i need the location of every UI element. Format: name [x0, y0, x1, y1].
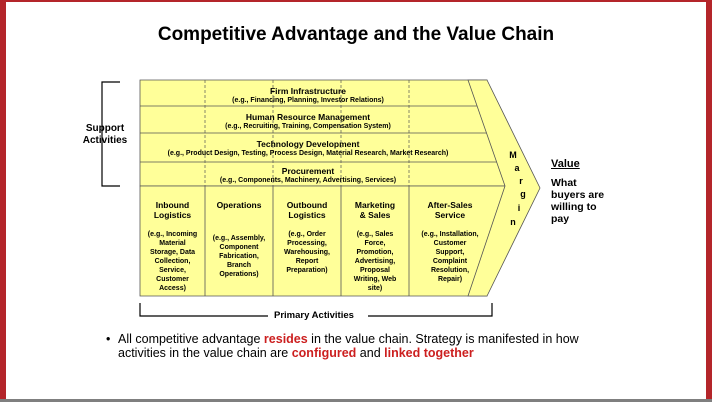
primary-activities-label: Primary Activities — [268, 310, 360, 321]
value-heading: Value — [551, 158, 580, 170]
primary-title: Logistics — [288, 210, 326, 220]
support-row-sub: (e.g., Financing, Planning, Investor Rel… — [232, 97, 384, 104]
primary-bracket-left — [139, 303, 270, 317]
bullet-dot: • — [106, 332, 111, 346]
primary-column-marketing: Marketing & Sales (e.g., Sales Force, Pr… — [341, 200, 409, 293]
primary-sub: Promotion, — [356, 249, 394, 256]
value-desc-line: What — [551, 177, 577, 189]
bullet-text: All competitive advantage — [118, 332, 264, 346]
primary-column-after-sales: After-Sales Service (e.g., Installation,… — [409, 200, 491, 284]
bullet-text: in the value chain. Strategy is manifest… — [118, 332, 579, 360]
margin-chevron — [467, 79, 541, 297]
primary-sub: Component — [219, 244, 259, 251]
support-bracket — [101, 81, 120, 187]
support-row-sub: (e.g., Components, Machinery, Advertisin… — [219, 177, 397, 184]
slide-title: Competitive Advantage and the Value Chai… — [157, 24, 555, 45]
value-desc-line: pay — [551, 213, 570, 225]
support-row-sub: (e.g., Product Design, Testing, Process … — [167, 150, 449, 157]
primary-sub: Resolution, — [430, 267, 470, 274]
primary-sub: Material — [159, 240, 186, 247]
primary-title: Outbound — [286, 200, 328, 210]
primary-sub: Customer — [156, 276, 189, 283]
support-label-line: Support — [85, 123, 125, 134]
support-label-line: Activities — [82, 135, 128, 146]
primary-sub: Report — [295, 258, 319, 265]
slide-right-border — [706, 0, 712, 402]
primary-column-operations: Operations (e.g., Assembly, Component Fa… — [205, 200, 273, 279]
primary-sub: (e.g., Assembly, — [212, 235, 266, 242]
slide-left-border — [0, 0, 6, 402]
primary-sub: Complaint — [432, 258, 468, 265]
support-row-title: Firm Infrastructure — [269, 86, 347, 96]
primary-bracket-right — [368, 303, 493, 317]
bullet-highlight: configured — [291, 346, 357, 360]
primary-sub: Collection, — [154, 258, 191, 265]
primary-sub: Preparation) — [286, 267, 328, 274]
primary-sub: site) — [367, 285, 383, 292]
margin-letter: a — [514, 163, 520, 173]
primary-sub: Operations) — [219, 271, 259, 278]
primary-sub: Storage, Data — [149, 249, 196, 256]
primary-sub: (e.g., Sales — [356, 231, 394, 238]
bullet-text: and — [356, 346, 385, 360]
primary-column-inbound: Inbound Logistics (e.g., Incoming Materi… — [140, 200, 205, 293]
support-activities-label: Support Activities — [72, 123, 138, 147]
primary-sub: Fabrication, — [219, 253, 259, 260]
primary-sub: Repair) — [437, 276, 463, 283]
value-desc-line: buyers are — [551, 189, 605, 201]
value-desc-line: willing to — [551, 201, 597, 213]
primary-sub: Force, — [364, 240, 386, 247]
primary-sub: Proposal — [360, 267, 390, 274]
support-row-sub: (e.g., Recruiting, Training, Compensatio… — [225, 123, 391, 130]
support-row-title: Procurement — [281, 166, 335, 176]
margin-letter: g — [520, 189, 526, 199]
margin-letter: r — [519, 176, 523, 186]
margin-letter: M — [509, 150, 517, 160]
primary-sub: Support, — [435, 249, 465, 256]
primary-sub: Processing, — [287, 240, 327, 247]
primary-sub: Advertising, — [354, 258, 396, 265]
bullet-highlight: linked together — [384, 346, 474, 360]
slide-top-border — [0, 0, 712, 2]
value-description: What buyers are willing to pay — [551, 177, 631, 225]
primary-title: Marketing — [354, 200, 396, 210]
primary-column-outbound: Outbound Logistics (e.g., Order Processi… — [273, 200, 341, 275]
support-row-title: Human Resource Management — [245, 112, 371, 122]
primary-title: Service — [434, 210, 466, 220]
primary-title: Operations — [216, 200, 262, 210]
margin-letter: i — [517, 203, 521, 213]
primary-title: Logistics — [153, 210, 192, 220]
primary-sub: Customer — [433, 240, 467, 247]
support-row-title: Technology Development — [256, 139, 360, 149]
primary-sub: Branch — [226, 262, 252, 269]
primary-sub: Service, — [159, 267, 186, 274]
margin-letter: n — [510, 217, 516, 227]
primary-title: Inbound — [155, 200, 190, 210]
primary-sub: (e.g., Installation, — [421, 231, 479, 238]
primary-sub: Writing, Web — [353, 276, 397, 283]
primary-sub: (e.g., Incoming — [147, 231, 198, 238]
primary-sub: (e.g., Order — [288, 231, 326, 238]
slide-bottom-border — [0, 399, 712, 402]
primary-sub: Warehousing, — [283, 249, 331, 256]
primary-title: & Sales — [359, 210, 391, 220]
bullet-highlight: resides — [263, 332, 308, 346]
bullet-point: • All competitive advantage resides in t… — [106, 332, 588, 360]
primary-sub: Access) — [159, 285, 186, 292]
primary-title: After-Sales — [427, 200, 473, 210]
